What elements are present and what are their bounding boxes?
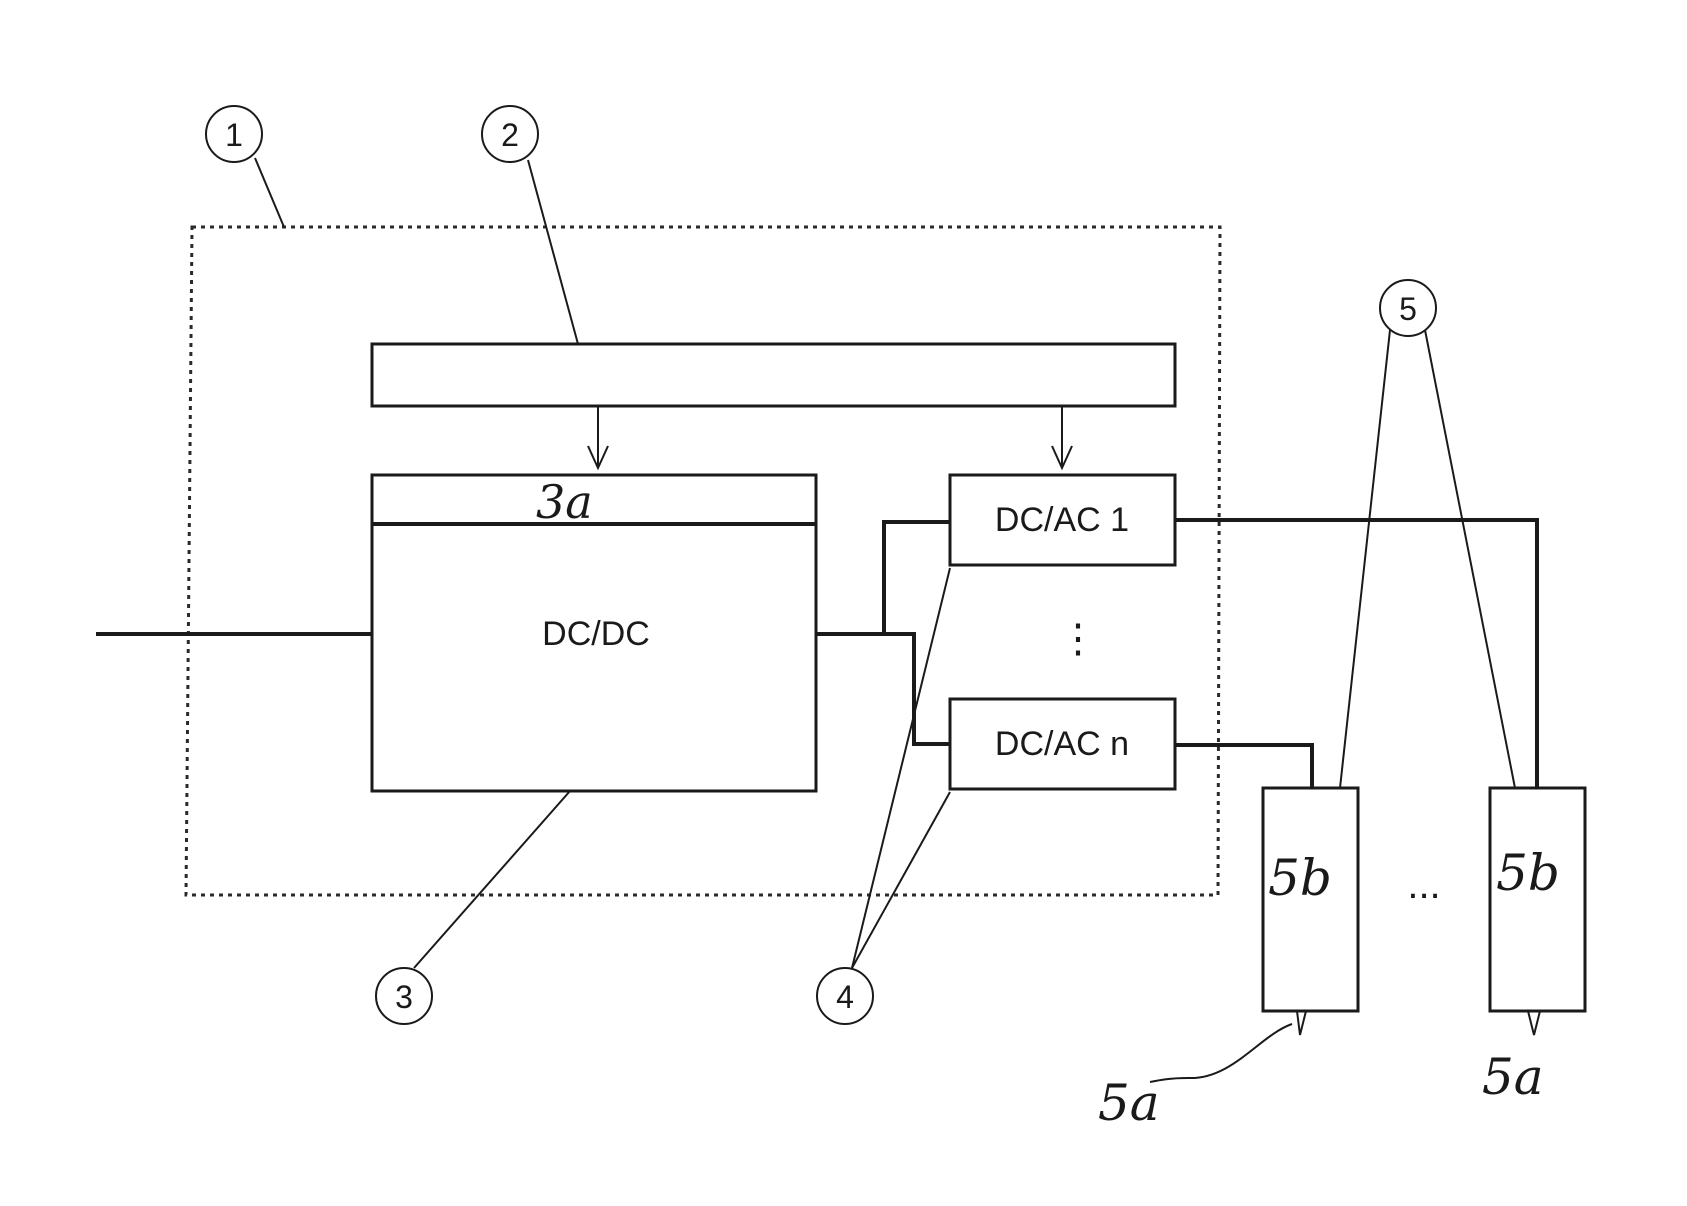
leader-5-left (1340, 330, 1390, 788)
inverter-vertical-ellipsis: ⋮ (1058, 617, 1098, 661)
leader-1 (255, 158, 284, 227)
consumer-right-label: 5b (1496, 844, 1560, 902)
consumer-right-output-label: 5a (1482, 1048, 1544, 1106)
ref-badge-4: 4 (817, 968, 873, 1024)
consumer-left-output-leader (1150, 1024, 1292, 1082)
inverter-first-label: DC/AC 1 (995, 501, 1129, 539)
dc-bus-branch-first (884, 522, 950, 634)
ref-badge-3: 3 (376, 968, 432, 1024)
leader-4-last (852, 792, 950, 968)
control-bar (372, 344, 1175, 406)
ref-numeral-2: 2 (501, 117, 519, 153)
leader-3 (414, 791, 570, 968)
leader-2 (528, 160, 578, 344)
ac-line-first (1175, 520, 1537, 788)
ref-badge-2: 2 (482, 106, 538, 162)
ref-badge-1: 1 (206, 106, 262, 162)
dcdc-label: DC/DC (542, 615, 650, 653)
ac-line-last (1175, 745, 1312, 788)
consumer-left-output-arrow (1297, 1011, 1306, 1035)
ref-badge-5: 5 (1380, 280, 1436, 336)
consumer-left-output-label: 5a (1098, 1074, 1160, 1132)
consumer-right-output-arrow (1528, 1011, 1540, 1035)
leader-4-first (852, 568, 950, 968)
leader-5-right (1425, 330, 1515, 788)
ref-numeral-1: 1 (225, 117, 243, 153)
consumer-horizontal-ellipsis: ... (1407, 863, 1440, 907)
dcdc-section-label: 3a (536, 475, 593, 529)
consumer-left-label: 5b (1268, 849, 1332, 907)
ref-numeral-4: 4 (836, 979, 854, 1015)
ref-numeral-5: 5 (1399, 291, 1417, 327)
inverter-last-label: DC/AC n (995, 725, 1129, 763)
ref-numeral-3: 3 (395, 979, 413, 1015)
